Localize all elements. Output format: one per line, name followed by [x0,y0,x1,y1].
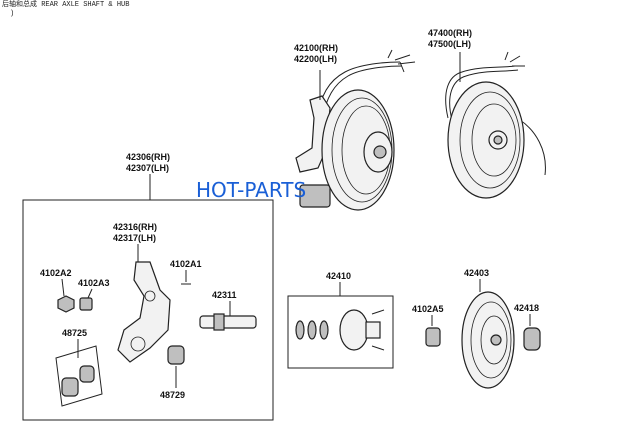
bearing-ring-2 [307,320,317,340]
label-47400: 47400(RH) [428,28,472,38]
header-line-2: ) [10,10,14,18]
bushing-48729 [167,345,185,365]
label-4102A1: 4102A1 [170,259,202,269]
label-42307: 42307(LH) [126,163,169,173]
label-42100: 42100(RH) [294,43,338,53]
hub-flange [339,309,369,351]
brake-drum-right [447,81,525,199]
label-48725: 48725 [62,328,87,338]
bushing-group-box [55,345,103,407]
brake-assembly-right [445,51,546,199]
knuckle-42316 [117,261,171,363]
brake-drum-outer [321,89,395,211]
label-48729: 48729 [160,390,185,400]
washer-4102A3 [79,297,93,311]
label-42306: 42306(RH) [126,152,170,162]
hub-nut-4102A5 [425,327,441,347]
brake-assembly-left [295,49,416,211]
label-42317: 42317(LH) [113,233,156,243]
bearing-housing [299,184,331,208]
hub-spindle [365,321,381,339]
label-47500: 47500(LH) [428,39,471,49]
watermark-text: HOT-PARTS [196,178,306,202]
bushing-48725-b [79,365,95,383]
bearing-ring-3 [319,320,329,340]
seal-42418 [523,327,541,351]
label-42403: 42403 [464,268,489,278]
label-4102A2: 4102A2 [40,268,72,278]
label-42311: 42311 [212,290,237,300]
label-4102A3: 4102A3 [78,278,110,288]
brake-cable-right [445,65,516,119]
label-42316: 42316(RH) [113,222,157,232]
label-42418: 42418 [514,303,539,313]
hub-bearing-box [287,295,394,369]
brake-drum-42403 [461,291,515,389]
bearing-ring-1 [295,320,305,340]
label-42200: 42200(LH) [294,54,337,64]
label-4102A5: 4102A5 [412,304,444,314]
label-42410: 42410 [326,271,351,281]
shaft-42311 [199,315,257,329]
knuckle-assembly-box [22,199,274,421]
nut-4102A2 [57,295,75,313]
header-line-1: 后轴和总成 REAR AXLE SHAFT & HUB [2,0,129,9]
bushing-48725-a [61,377,79,397]
